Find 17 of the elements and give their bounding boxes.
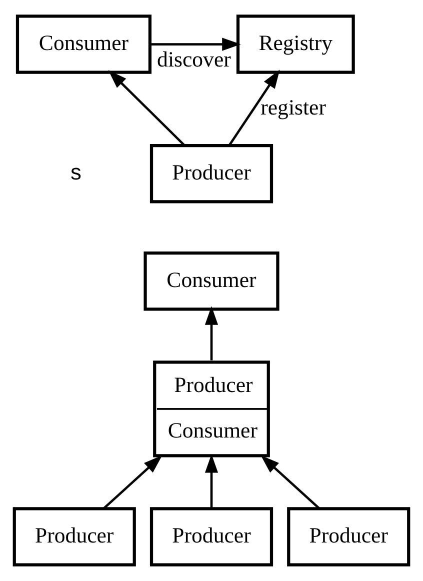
node-box: Producer bbox=[150, 507, 274, 566]
node-box: Consumer bbox=[16, 14, 152, 74]
node-box: Producer bbox=[287, 507, 410, 566]
label: s bbox=[70, 159, 82, 184]
node-box: Consumer bbox=[144, 252, 280, 311]
edge-label: discover bbox=[157, 47, 231, 72]
arrow bbox=[150, 38, 241, 51]
arrow bbox=[108, 70, 186, 146]
arrow bbox=[204, 306, 218, 360]
arrow bbox=[228, 70, 280, 146]
node-box: Registry bbox=[236, 14, 355, 74]
arrow bbox=[260, 455, 320, 509]
node-box: Producer bbox=[12, 507, 136, 566]
arrow bbox=[103, 455, 162, 509]
node-box: Producer bbox=[150, 144, 274, 204]
arrow bbox=[204, 454, 218, 508]
edge-label: register bbox=[260, 96, 326, 120]
